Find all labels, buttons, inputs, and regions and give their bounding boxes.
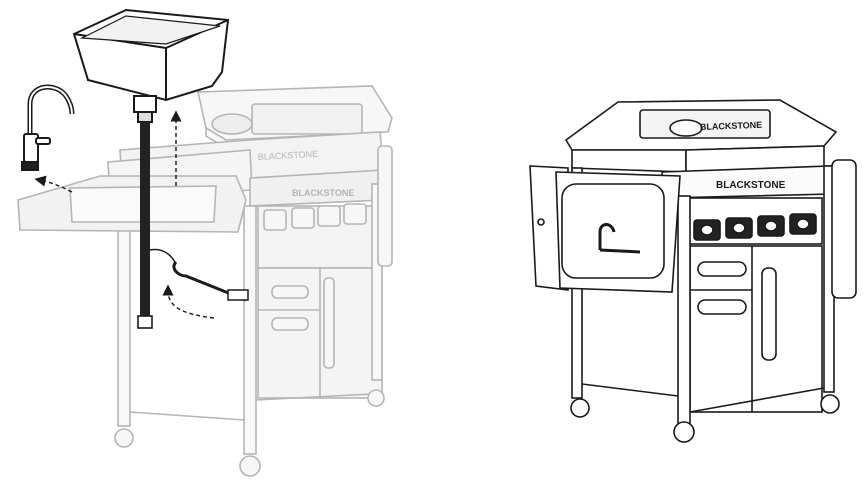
- drain-hose: [137, 122, 177, 329]
- right-cart: [529, 99, 857, 443]
- install-arrows: [34, 110, 215, 319]
- left-cart-ghost: [17, 85, 393, 477]
- sink-basin: [72, 8, 230, 123]
- hose-hook: [172, 260, 247, 302]
- hook-mount: [227, 289, 249, 301]
- left-front-brand-text: BLACKSTONE: [292, 188, 354, 198]
- faucet: [21, 84, 75, 171]
- right-lid-brand-text: BLACKSTONE: [700, 120, 763, 132]
- left-lid-brand-text: BLACKSTONE: [258, 149, 319, 162]
- right-front-brand-text: BLACKSTONE: [716, 180, 786, 191]
